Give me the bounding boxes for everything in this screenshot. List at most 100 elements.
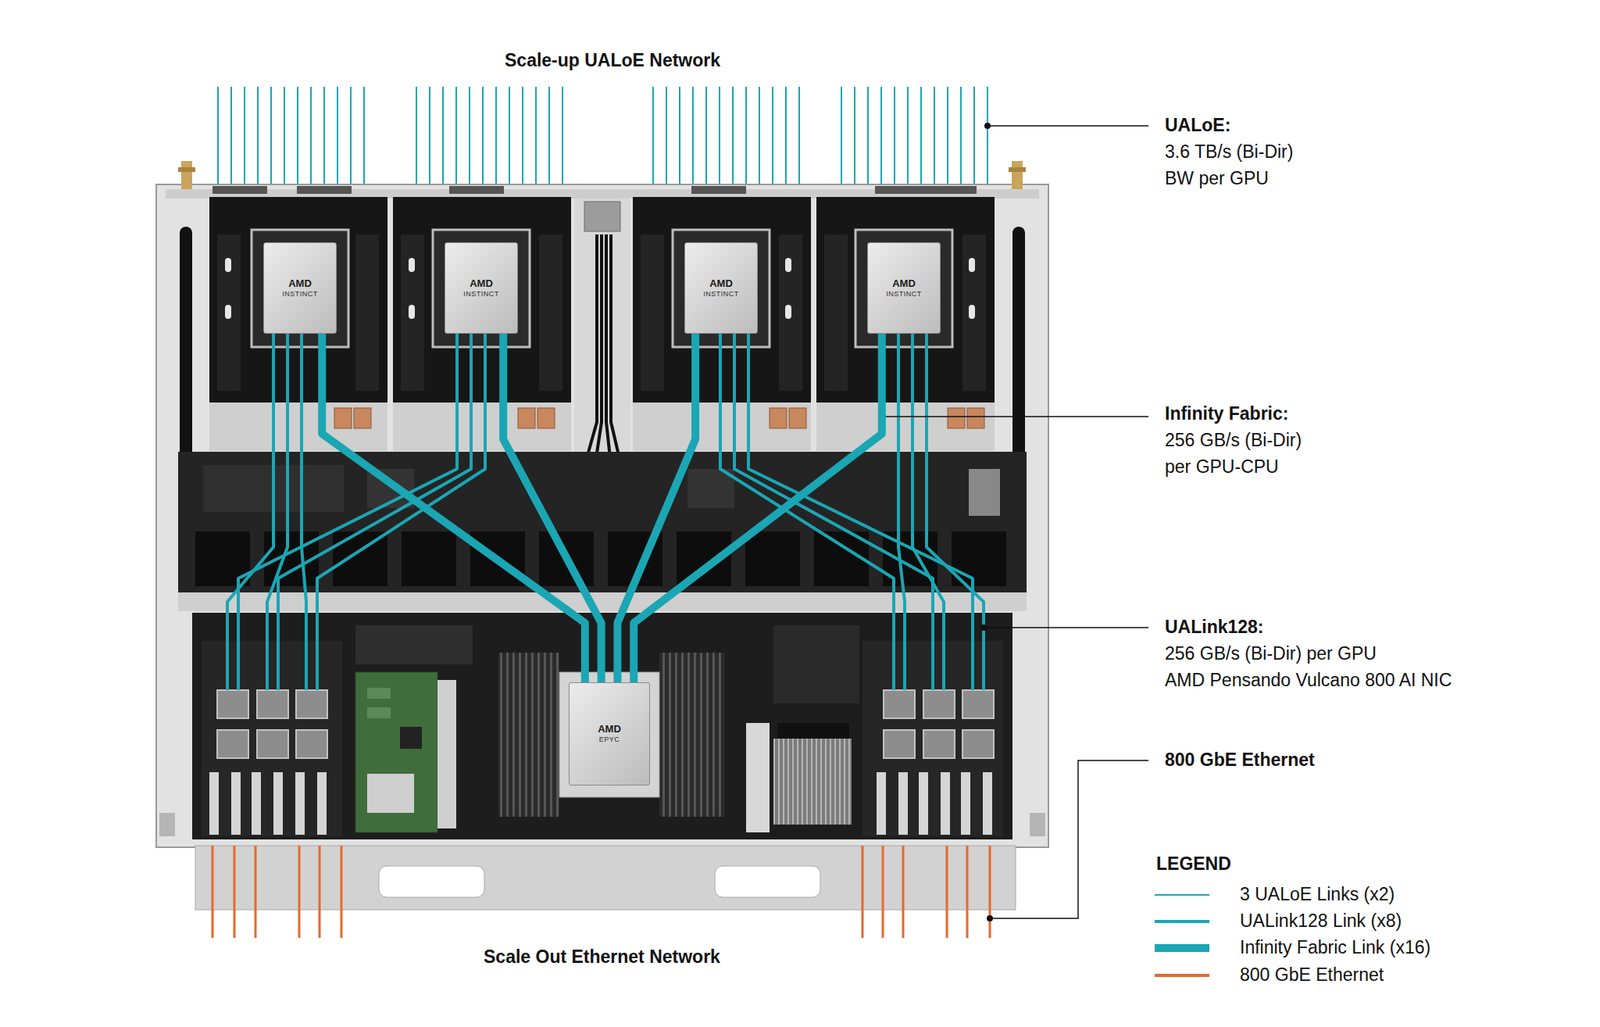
nic-chip <box>296 689 328 718</box>
nic-slot <box>898 771 908 835</box>
pcie-card <box>400 726 422 749</box>
leader-line <box>987 125 1149 127</box>
fan-band <box>968 468 1000 516</box>
chip-name: INSTINCT <box>703 289 740 298</box>
legend-sample <box>1154 894 1210 975</box>
handle-plate <box>714 865 821 897</box>
chip-name: INSTINCT <box>282 289 318 298</box>
board-component <box>672 229 770 347</box>
leader-dot <box>986 914 993 922</box>
leader-line <box>983 626 1149 629</box>
copper-block <box>769 407 787 429</box>
chassis <box>212 185 268 194</box>
board-component <box>824 234 848 391</box>
motherboard <box>201 640 343 836</box>
legend-text: UALink128 Link (x8) <box>1239 910 1402 933</box>
memory-dimm <box>498 652 560 817</box>
nic-slot <box>251 771 261 835</box>
board-component <box>778 234 803 391</box>
gpu-board <box>209 196 388 451</box>
nic-chip <box>962 729 994 758</box>
board-component <box>400 234 425 391</box>
pcie-card <box>367 773 415 813</box>
legend-sample <box>1154 943 1210 952</box>
copper-block <box>353 407 372 429</box>
infinity-fabric-link <box>617 333 696 683</box>
handle-plate <box>378 865 485 897</box>
legend-sample <box>1154 893 1210 896</box>
gold-connector <box>1011 160 1023 190</box>
nic-chip <box>257 689 289 718</box>
nic-slot <box>918 771 929 835</box>
fan-band <box>401 531 457 586</box>
callout-heading: Infinity Fabric: <box>1164 403 1289 425</box>
chip-brand: AMD <box>469 278 493 290</box>
board-component <box>225 257 232 272</box>
chassis <box>449 185 504 194</box>
chip-brand: AMD <box>709 278 733 290</box>
power-cable <box>578 234 597 489</box>
handle-plate <box>1029 812 1046 836</box>
center-column <box>584 201 621 232</box>
chassis <box>156 184 1049 847</box>
heatsink <box>773 738 852 825</box>
callout-heading: UALoE: <box>1164 114 1231 137</box>
copper-block <box>334 407 985 429</box>
chip-name: INSTINCT <box>885 289 922 298</box>
board-component <box>408 257 415 272</box>
network-title: Scale-up UALoE Network <box>504 50 721 72</box>
ualink128-link <box>317 333 486 690</box>
chip-name: EPYC <box>599 735 621 743</box>
leader-line <box>882 415 1149 418</box>
board-component <box>968 304 975 319</box>
gpu-board <box>392 196 572 451</box>
cpu-socket <box>559 671 660 797</box>
legend-text: Infinity Fabric Link (x16) <box>1239 936 1431 959</box>
infinity-fabric-link <box>503 333 601 683</box>
cpu-chip: AMDEPYC <box>568 682 650 786</box>
gpu-chip: AMDINSTINCT <box>684 242 758 334</box>
chassis <box>691 185 747 194</box>
legend-title: LEGEND <box>1156 853 1232 875</box>
copper-block <box>789 407 807 429</box>
pcie-card <box>367 687 391 699</box>
nic-chip <box>883 729 915 758</box>
callout-text: 256 GB/s (Bi-Dir) per GPU <box>1164 642 1377 665</box>
heatsink <box>777 722 850 739</box>
infinity-fabric-link <box>321 333 586 683</box>
board-component <box>408 304 415 319</box>
heatsink <box>746 722 852 833</box>
chassis <box>875 185 930 194</box>
nic-chip <box>923 689 955 718</box>
copper-block <box>517 407 536 429</box>
nic-slot <box>876 771 886 835</box>
copper-block <box>967 407 985 429</box>
heatsink <box>746 722 770 833</box>
copper-block <box>537 407 555 429</box>
ualink128-link <box>301 333 307 690</box>
board-component <box>855 229 953 347</box>
ualink128-link <box>898 333 905 690</box>
ualink128-link <box>278 333 472 690</box>
chip-brand: AMD <box>288 278 312 290</box>
nic-slot <box>960 771 971 835</box>
callout-text: AMD Pensando Vulcano 800 AI NIC <box>1164 669 1452 692</box>
pcie-card <box>355 671 438 833</box>
gold-connector <box>178 167 196 172</box>
pcie-card <box>355 671 457 833</box>
board-component <box>392 402 572 451</box>
nic-chip <box>962 689 994 718</box>
legend-text: 800 GbE Ethernet <box>1239 964 1384 986</box>
board-component <box>816 402 995 451</box>
ethernet-link <box>212 845 990 938</box>
nic-chip <box>923 729 955 758</box>
ualink128-link <box>227 333 984 690</box>
board-component <box>209 402 388 451</box>
callout-text: 3.6 TB/s (Bi-Dir) <box>1164 141 1293 164</box>
ualoe-link <box>217 86 988 196</box>
nic-slot <box>231 771 241 835</box>
gpu-board <box>816 196 995 451</box>
board-component <box>640 234 665 391</box>
